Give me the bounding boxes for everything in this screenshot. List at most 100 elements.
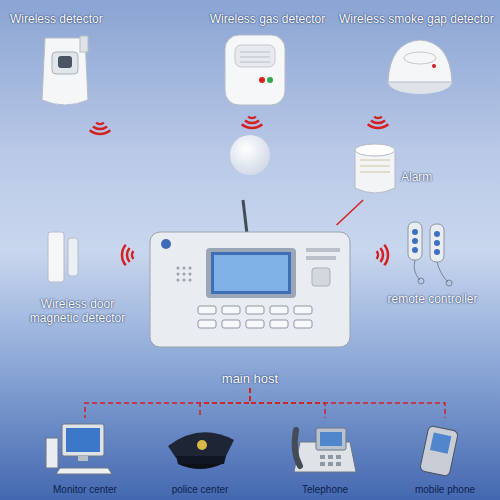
host-device-part-part	[183, 273, 186, 276]
smoke-detector-part	[404, 52, 436, 64]
siren-alarm-part	[360, 160, 390, 161]
host-device-part-part	[189, 279, 192, 282]
wireless-signal-part	[242, 117, 263, 128]
wireless-signal-part	[90, 123, 111, 134]
node-label: mobile phone	[395, 483, 495, 497]
host-device-part	[306, 256, 336, 260]
node-label: Telephone	[275, 483, 375, 497]
telephone-icon-part-part	[336, 455, 341, 459]
mobile-icon	[420, 425, 459, 476]
host-device-part	[150, 232, 350, 347]
connector-line	[250, 388, 445, 418]
host-device-part-part	[294, 320, 312, 328]
mobile-icon-part	[420, 425, 459, 476]
telephone-icon-part	[316, 428, 346, 450]
gas-detector-part	[240, 62, 270, 63]
node-label: Wireless detector	[10, 12, 103, 26]
wireless-signal-part	[122, 245, 133, 266]
terminal-node: Monitor center	[35, 418, 135, 498]
host-device-part-part	[177, 273, 180, 276]
node-label: Wireless door magnetic detector	[15, 297, 140, 325]
host-node: main host	[150, 225, 350, 388]
gas-detector-part	[240, 52, 270, 53]
computer-icon-part	[78, 456, 88, 461]
host-device-part	[306, 248, 340, 252]
remote-fob-part	[418, 278, 424, 284]
node-label: remote controller	[370, 292, 495, 306]
pir-detector-part	[52, 52, 78, 74]
police-cap-part	[168, 432, 234, 458]
computer-icon	[46, 424, 112, 474]
host-device-part	[161, 239, 171, 249]
door-sensor	[48, 232, 78, 282]
pir-detector	[42, 36, 88, 105]
sensor-ball	[230, 135, 270, 175]
detector-node: Wireless smoke gap detector	[335, 8, 500, 102]
gas-detector	[225, 35, 285, 105]
siren-alarm	[355, 144, 395, 193]
gas-detector-part	[267, 77, 273, 83]
detector-node: Wireless door magnetic detector	[15, 225, 140, 325]
connector-line	[250, 388, 325, 418]
computer-icon-part	[66, 428, 100, 452]
host-device-part-part	[189, 267, 192, 270]
host-device-part-part	[246, 320, 264, 328]
host-device-part	[177, 267, 192, 282]
computer-icon-part	[56, 468, 112, 474]
telephone-icon-part-part	[320, 462, 325, 466]
telephone-icon-part-part	[328, 455, 333, 459]
door-sensor-part	[48, 232, 64, 282]
pir-detector-part	[58, 56, 72, 68]
remote-fob-part	[437, 262, 448, 282]
node-label: Monitor center	[35, 483, 135, 497]
connector-line	[337, 200, 364, 225]
gas-detector-part	[240, 57, 270, 58]
connector-line	[200, 388, 250, 418]
remote-fob-part	[408, 222, 422, 260]
siren-alarm-part	[360, 166, 390, 167]
host-device-part-part	[177, 267, 180, 270]
detector-node: Wireless detector	[5, 8, 140, 118]
host-device-part	[211, 252, 291, 294]
wireless-signal-part	[368, 117, 389, 128]
police-cap-part	[176, 456, 226, 464]
door-sensor-part	[68, 238, 78, 276]
remote-fob-part	[414, 260, 420, 280]
remote-fob-part	[412, 238, 418, 244]
host-device-part	[214, 255, 288, 291]
alarm-node: Alarm	[345, 140, 445, 200]
gas-detector-part	[225, 35, 285, 105]
remote-fob-part	[430, 224, 444, 262]
host-device	[150, 200, 350, 347]
host-device-part-part	[222, 306, 240, 314]
computer-icon-part	[62, 424, 104, 456]
telephone-icon-part	[320, 455, 341, 466]
terminal-node: mobile phone	[395, 418, 495, 498]
smoke-detector	[388, 40, 452, 94]
siren-alarm-part	[355, 144, 395, 156]
host-device-part-part	[189, 273, 192, 276]
computer-icon-part	[46, 438, 58, 468]
host-device-part-part	[198, 306, 216, 314]
host-device-part-part	[183, 279, 186, 282]
connector-line	[85, 388, 250, 418]
wireless-signal-part	[377, 245, 388, 266]
pir-detector-part	[80, 36, 88, 52]
host-device-part	[243, 200, 247, 234]
host-device-part	[312, 268, 330, 286]
smoke-detector-part	[388, 40, 452, 82]
gas-detector-part	[259, 77, 265, 83]
host-device-part-part	[183, 267, 186, 270]
detector-node: Wireless gas detector	[200, 8, 335, 110]
telephone-icon-part-part	[328, 462, 333, 466]
telephone-icon-part-part	[320, 455, 325, 459]
node-label: main host	[150, 372, 350, 386]
police-cap-part	[178, 464, 222, 469]
telephone-icon-part	[320, 432, 342, 446]
node-label: Wireless gas detector	[200, 12, 335, 26]
host-device-part-part	[177, 279, 180, 282]
telephone-icon-part	[295, 430, 300, 466]
